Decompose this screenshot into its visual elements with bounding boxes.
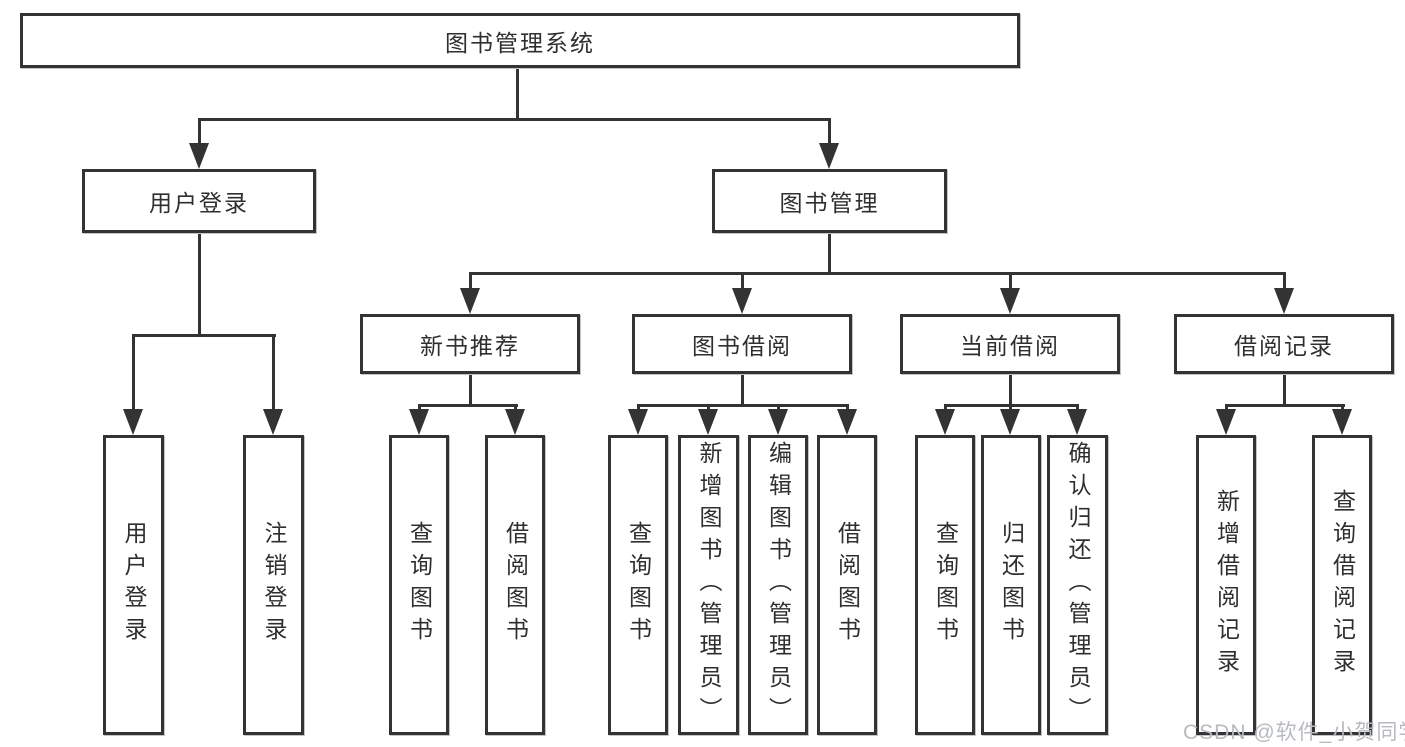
node-return-books: 归还图书 [981, 435, 1041, 735]
connector-stem [828, 233, 831, 275]
node-new-book-recommend: 新书推荐 [360, 314, 580, 374]
node-edit-books-admin-label: 编辑图书（管理员） [765, 441, 792, 729]
connector-arm [1283, 272, 1286, 290]
node-query-books-recommend-label: 查询图书 [406, 521, 433, 649]
connector-arm [828, 118, 831, 146]
arrowhead-icon [460, 288, 480, 314]
arrowhead-icon [123, 409, 143, 435]
node-borrowing-records: 借阅记录 [1174, 314, 1394, 374]
connector-bar [1225, 404, 1345, 407]
connector-arm [1225, 404, 1228, 412]
connector-root-stem [516, 68, 519, 120]
node-book-borrowing: 图书借阅 [632, 314, 852, 374]
node-user-login-group-label: 用户登录 [149, 190, 249, 216]
connector-root-bar [198, 118, 831, 121]
connector-stem [741, 374, 744, 407]
connector-arm [469, 272, 472, 290]
node-user-login: 用户登录 [103, 435, 164, 735]
connector-bar [132, 334, 276, 337]
connector-bar [418, 404, 518, 407]
connector-stem [1283, 374, 1286, 407]
arrowhead-icon [1067, 409, 1087, 435]
connector-arm [1009, 404, 1012, 412]
connector-stem [469, 374, 472, 407]
node-book-borrowing-label: 图书借阅 [692, 333, 792, 359]
arrowhead-icon [628, 409, 648, 435]
node-query-books-current: 查询图书 [915, 435, 975, 735]
node-borrow-books-recommend: 借阅图书 [485, 435, 545, 735]
connector-arm [514, 404, 517, 412]
node-edit-books-admin: 编辑图书（管理员） [748, 435, 808, 735]
arrowhead-icon [837, 409, 857, 435]
node-borrow-books-recommend-label: 借阅图书 [502, 521, 529, 649]
node-add-books-admin-label: 新增图书（管理员） [696, 441, 722, 729]
connector-arm [846, 404, 849, 412]
node-confirm-return-admin: 确认归还（管理员） [1047, 435, 1108, 735]
csdn-watermark: CSDN @软件_小贺同学 [1183, 721, 1405, 744]
connector-arm [1341, 404, 1344, 412]
node-query-borrow-record-label: 查询借阅记录 [1329, 489, 1356, 681]
node-add-borrow-record: 新增借阅记录 [1196, 435, 1256, 735]
connector-arm [944, 404, 947, 412]
node-borrowing-records-label: 借阅记录 [1234, 333, 1334, 359]
node-user-login-label: 用户登录 [121, 521, 147, 649]
connector-arm [272, 334, 275, 411]
node-current-borrowing: 当前借阅 [900, 314, 1120, 374]
connector-stem [1009, 374, 1012, 407]
arrowhead-icon [1216, 409, 1236, 435]
connector-bar [469, 272, 1286, 275]
node-query-books-borrowing: 查询图书 [608, 435, 668, 735]
node-current-borrowing-label: 当前借阅 [960, 333, 1060, 359]
node-add-borrow-record-label: 新增借阅记录 [1213, 489, 1240, 681]
node-logout: 注销登录 [243, 435, 304, 735]
node-confirm-return-admin-label: 确认归还（管理员） [1065, 441, 1091, 729]
arrowhead-icon [698, 409, 718, 435]
node-borrow-books: 借阅图书 [817, 435, 877, 735]
node-logout-label: 注销登录 [261, 521, 287, 649]
arrowhead-icon [263, 409, 283, 435]
arrowhead-icon [1332, 409, 1352, 435]
connector-arm [777, 404, 780, 412]
node-user-login-group: 用户登录 [82, 169, 316, 233]
node-book-management: 图书管理 [712, 169, 947, 233]
arrowhead-icon [1000, 409, 1020, 435]
connector-stem [198, 233, 201, 337]
connector-bar [637, 404, 849, 407]
connector-arm [637, 404, 640, 412]
arrowhead-icon [1274, 288, 1294, 314]
node-book-management-label: 图书管理 [779, 190, 880, 216]
node-return-books-label: 归还图书 [998, 521, 1025, 649]
arrowhead-icon [819, 143, 839, 169]
arrowhead-icon [1000, 288, 1020, 314]
arrowhead-icon [935, 409, 955, 435]
connector-arm [1009, 272, 1012, 290]
node-add-books-admin: 新增图书（管理员） [678, 435, 739, 735]
connector-arm [707, 404, 710, 412]
connector-arm [198, 118, 201, 146]
node-library-system: 图书管理系统 [20, 13, 1020, 68]
connector-arm [741, 272, 744, 290]
arrowhead-icon [505, 409, 525, 435]
arrowhead-icon [189, 143, 209, 169]
node-borrow-books-label: 借阅图书 [834, 521, 861, 649]
node-query-books-recommend: 查询图书 [389, 435, 449, 735]
arrowhead-icon [768, 409, 788, 435]
node-library-system-label: 图书管理系统 [445, 29, 595, 56]
node-query-books-current-label: 查询图书 [932, 521, 959, 649]
connector-arm [1076, 404, 1079, 412]
arrowhead-icon [732, 288, 752, 314]
arrowhead-icon [409, 409, 429, 435]
node-query-borrow-record: 查询借阅记录 [1312, 435, 1372, 735]
node-query-books-borrowing-label: 查询图书 [625, 521, 652, 649]
connector-arm [418, 404, 421, 412]
node-new-book-recommend-label: 新书推荐 [420, 333, 520, 359]
connector-arm [132, 334, 135, 411]
